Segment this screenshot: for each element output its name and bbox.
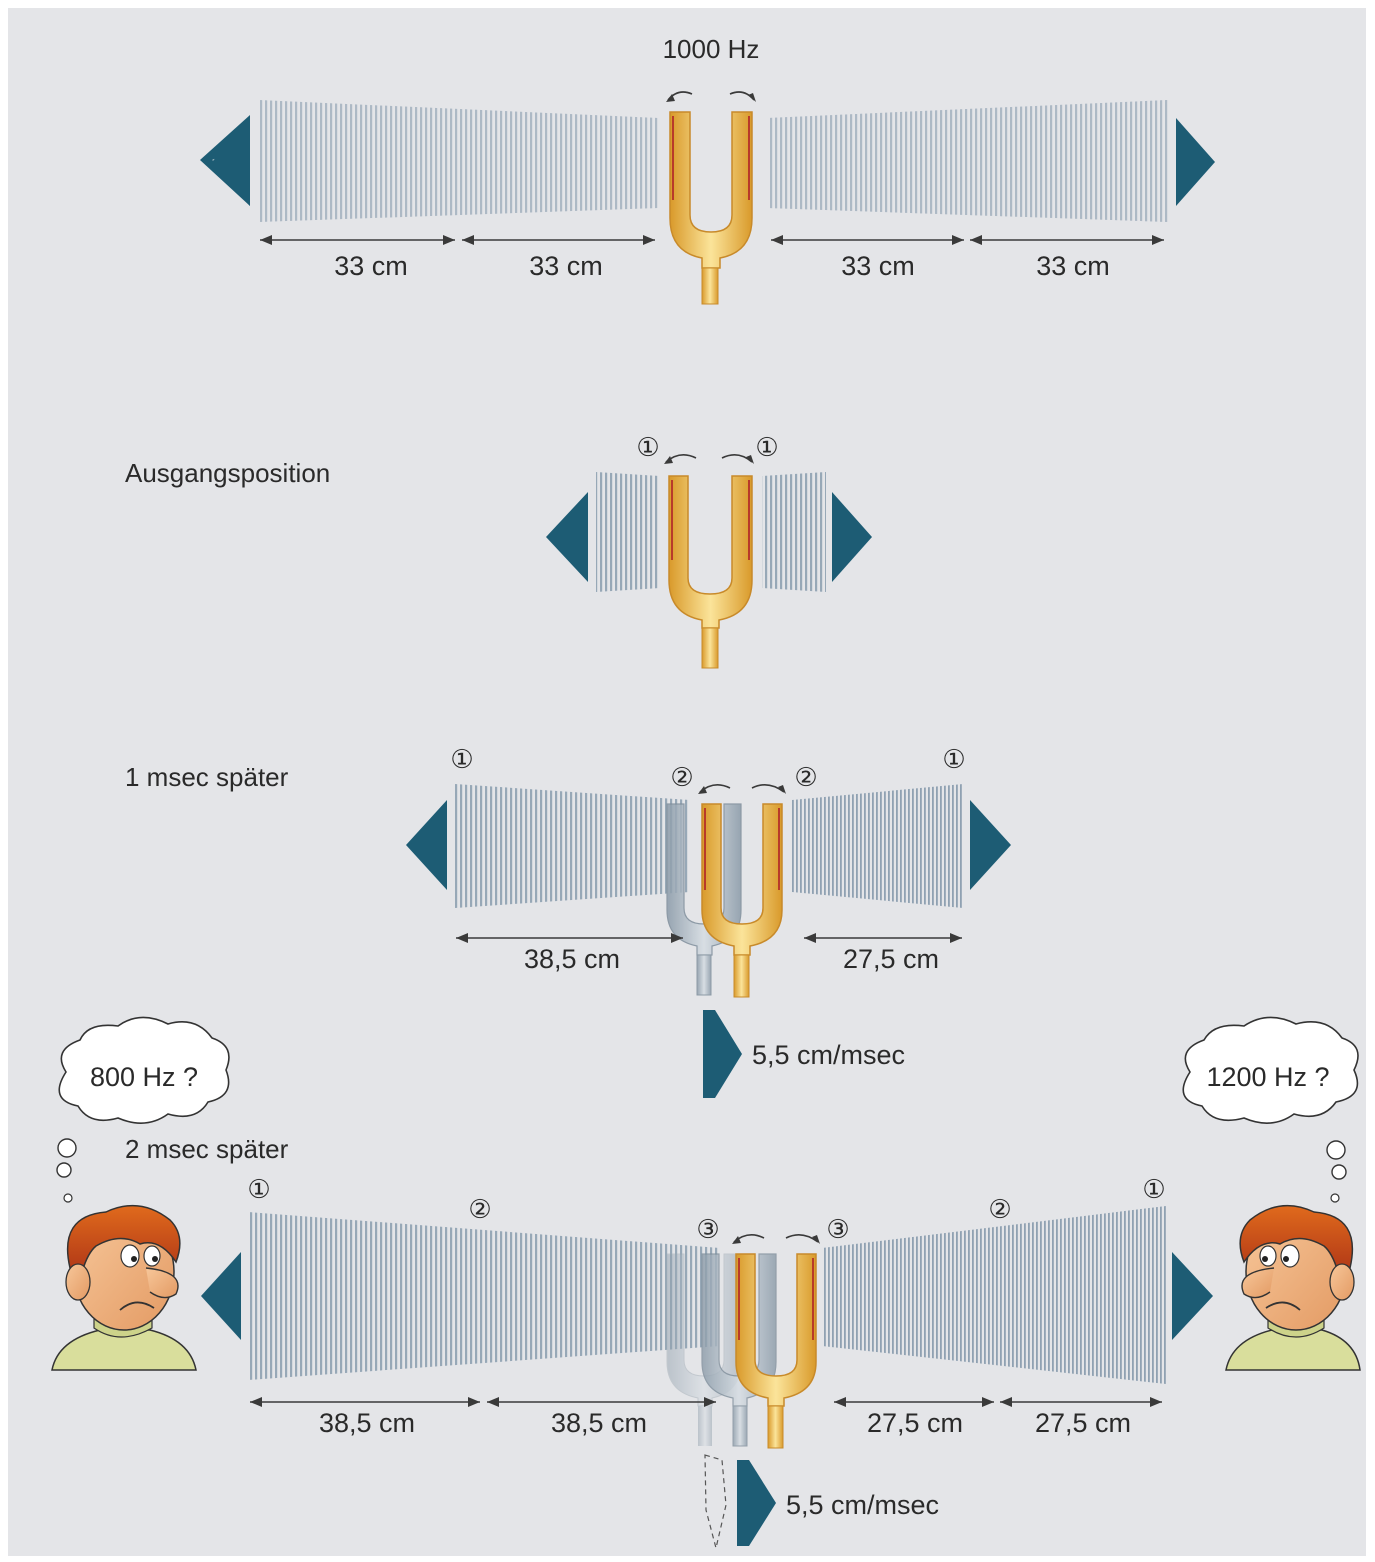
wave-band-left <box>248 1212 720 1380</box>
panel-title-initial: Ausgangsposition <box>125 458 330 488</box>
wave-marker-near-right: ② <box>794 763 817 793</box>
left-direction-arrow <box>201 1252 241 1340</box>
wave-marker-3-left: ③ <box>696 1215 719 1245</box>
distance-label-1: 38,5 cm <box>319 1408 415 1438</box>
panel-one-msec: 1 msec später ① ② ② ① 3 <box>125 745 1011 1098</box>
wave-band-right <box>822 1206 1166 1384</box>
wave-band-right <box>768 100 1168 222</box>
left-direction-arrow <box>406 800 447 890</box>
wave-marker-1-left: ① <box>247 1175 270 1205</box>
listener-left <box>51 1204 197 1371</box>
thought-cloud-left: 800 Hz ? <box>56 1016 230 1203</box>
distance-arrows <box>456 933 962 943</box>
tuning-fork-gold <box>669 111 753 305</box>
left-direction-arrow-head <box>212 118 250 206</box>
wave-marker-2-right: ② <box>988 1195 1011 1225</box>
distance-label-2: 33 cm <box>529 251 603 281</box>
distance-label-4: 33 cm <box>1036 251 1110 281</box>
wave-band-left <box>258 100 658 222</box>
tuning-fork-gold <box>668 475 753 669</box>
wave-marker-left: ① <box>636 433 659 463</box>
wave-band-left <box>596 472 660 592</box>
tuning-fork-gold <box>701 803 783 998</box>
frequency-label: 1000 Hz <box>663 34 760 64</box>
wave-band-right <box>762 472 826 592</box>
wave-marker-1-right: ① <box>1142 1175 1165 1205</box>
right-direction-arrow <box>970 800 1011 890</box>
panel-title-two-msec: 2 msec später <box>125 1134 289 1164</box>
distance-arrows <box>260 235 1164 245</box>
right-direction-arrow <box>832 492 872 582</box>
thought-text-right: 1200 Hz ? <box>1206 1062 1329 1092</box>
listener-right <box>1225 1204 1361 1371</box>
vibration-arrow-right <box>785 1234 819 1243</box>
distance-label-4: 27,5 cm <box>1035 1408 1131 1438</box>
panel-stationary-wave: 1000 Hz <box>200 34 1215 305</box>
motion-arrow <box>737 1460 776 1546</box>
wave-marker-2-left: ② <box>468 1195 491 1225</box>
wave-marker-far-left: ① <box>450 745 473 775</box>
vibration-arrow-right <box>751 784 785 793</box>
panel-title-one-msec: 1 msec später <box>125 762 289 792</box>
panel-two-msec: 2 msec später ① ② ③ ③ ② ① <box>51 1016 1361 1549</box>
thought-cloud-right: 1200 Hz ? <box>1182 1016 1359 1203</box>
right-direction-arrow <box>1172 1252 1213 1340</box>
wave-band-left <box>455 784 690 908</box>
tuning-fork-gold <box>735 1253 817 1449</box>
right-direction-arrow <box>1176 118 1215 206</box>
distance-label-3: 27,5 cm <box>867 1408 963 1438</box>
source-speed-label: 5,5 cm/msec <box>786 1490 939 1520</box>
distance-label-right: 27,5 cm <box>843 944 939 974</box>
thought-text-left: 800 Hz ? <box>90 1062 198 1092</box>
distance-label-left: 38,5 cm <box>524 944 620 974</box>
wave-marker-3-right: ③ <box>826 1215 849 1245</box>
distance-arrows <box>250 1397 1162 1407</box>
vibration-arrow-right <box>721 454 753 463</box>
distance-label-2: 38,5 cm <box>551 1408 647 1438</box>
wave-marker-right: ① <box>755 433 778 463</box>
previous-position-outline <box>704 1454 727 1549</box>
distance-label-1: 33 cm <box>334 251 408 281</box>
left-direction-arrow <box>546 492 588 582</box>
source-speed-label: 5,5 cm/msec <box>752 1040 905 1070</box>
wave-marker-far-right: ① <box>942 745 965 775</box>
wave-marker-near-left: ② <box>670 763 693 793</box>
distance-label-3: 33 cm <box>841 251 915 281</box>
wave-band-right <box>792 784 963 908</box>
panel-initial-position: Ausgangsposition ① ① <box>125 433 872 669</box>
motion-arrow <box>703 1010 742 1098</box>
